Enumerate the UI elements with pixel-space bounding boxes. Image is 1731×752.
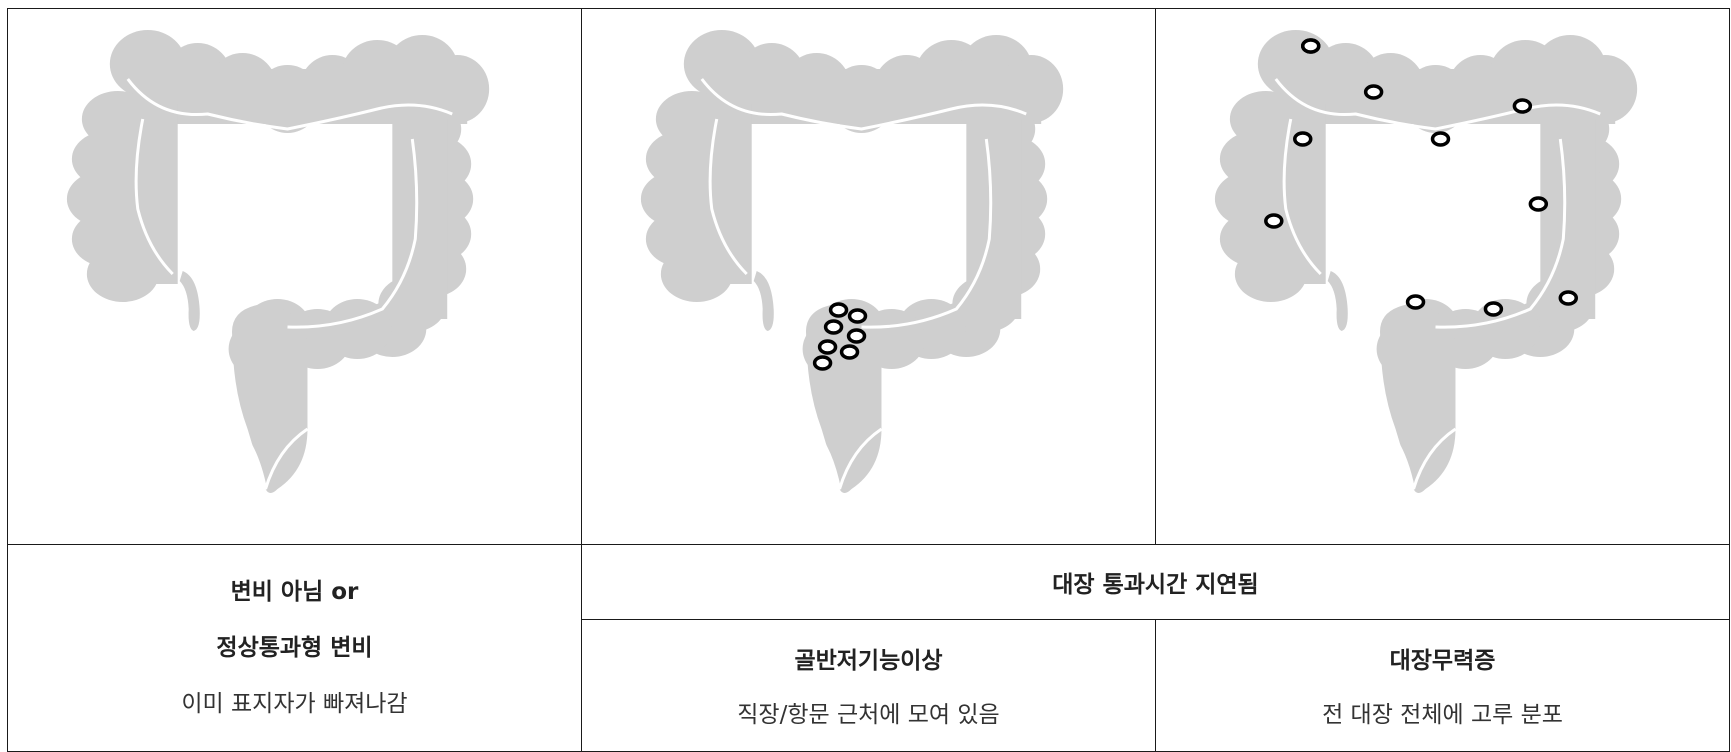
transit-marker (1264, 213, 1284, 230)
transit-marker (1483, 301, 1504, 318)
transit-marker (1512, 98, 1533, 115)
colon-illustration-normal (66, 30, 490, 494)
transit-marker (823, 319, 844, 336)
panel-2-image-cell (581, 8, 1156, 545)
colon-shape (66, 30, 490, 494)
transit-marker (1300, 38, 1321, 55)
panel-1-caption-cell: 변비 아님 or 정상통과형 변비 이미 표지자가 빠져나감 (7, 543, 582, 752)
transit-marker (1363, 84, 1384, 101)
transit-marker (1405, 294, 1426, 311)
transit-marker (1293, 131, 1313, 148)
group-header: 대장 통과시간 지연됨 (1052, 571, 1259, 598)
transit-marker (846, 328, 867, 345)
panel-3-description: 전 대장 전체에 고루 분포 (1322, 702, 1563, 729)
panel-1-image-cell (7, 8, 582, 545)
transit-marker (839, 344, 860, 361)
panel-2-description: 직장/항문 근처에 모여 있음 (737, 702, 1000, 729)
colon-shape (640, 30, 1064, 494)
colon-illustration-colonic-inertia (1214, 30, 1638, 494)
colon-shape (1214, 30, 1638, 494)
transit-marker (817, 339, 838, 356)
panel-2-title: 골반저기능이상 (794, 648, 943, 675)
panel-1-title-line-2: 정상통과형 변비 (216, 634, 373, 661)
colon-illustration-pelvic-floor (640, 30, 1064, 494)
transit-marker (812, 355, 833, 372)
panel-2-caption-cell: 골반저기능이상 직장/항문 근처에 모여 있음 (581, 618, 1156, 752)
panel-3-title: 대장무력증 (1389, 648, 1496, 675)
transit-marker (1430, 131, 1451, 148)
transit-marker (847, 308, 868, 325)
transit-marker (1528, 196, 1549, 213)
comparison-table: 변비 아님 or 정상통과형 변비 이미 표지자가 빠져나감 대장 통과시간 지… (7, 8, 1730, 752)
panel-1-description: 이미 표지자가 빠져나감 (181, 690, 408, 717)
panel-1-title-line-1: 변비 아님 or (230, 578, 359, 605)
group-header-cell: 대장 통과시간 지연됨 (581, 543, 1730, 620)
panel-3-caption-cell: 대장무력증 전 대장 전체에 고루 분포 (1155, 618, 1730, 752)
transit-marker (828, 302, 849, 319)
transit-marker (1558, 290, 1579, 307)
diagram-frame: 변비 아님 or 정상통과형 변비 이미 표지자가 빠져나감 대장 통과시간 지… (7, 8, 1730, 752)
panel-3-image-cell (1155, 8, 1730, 545)
